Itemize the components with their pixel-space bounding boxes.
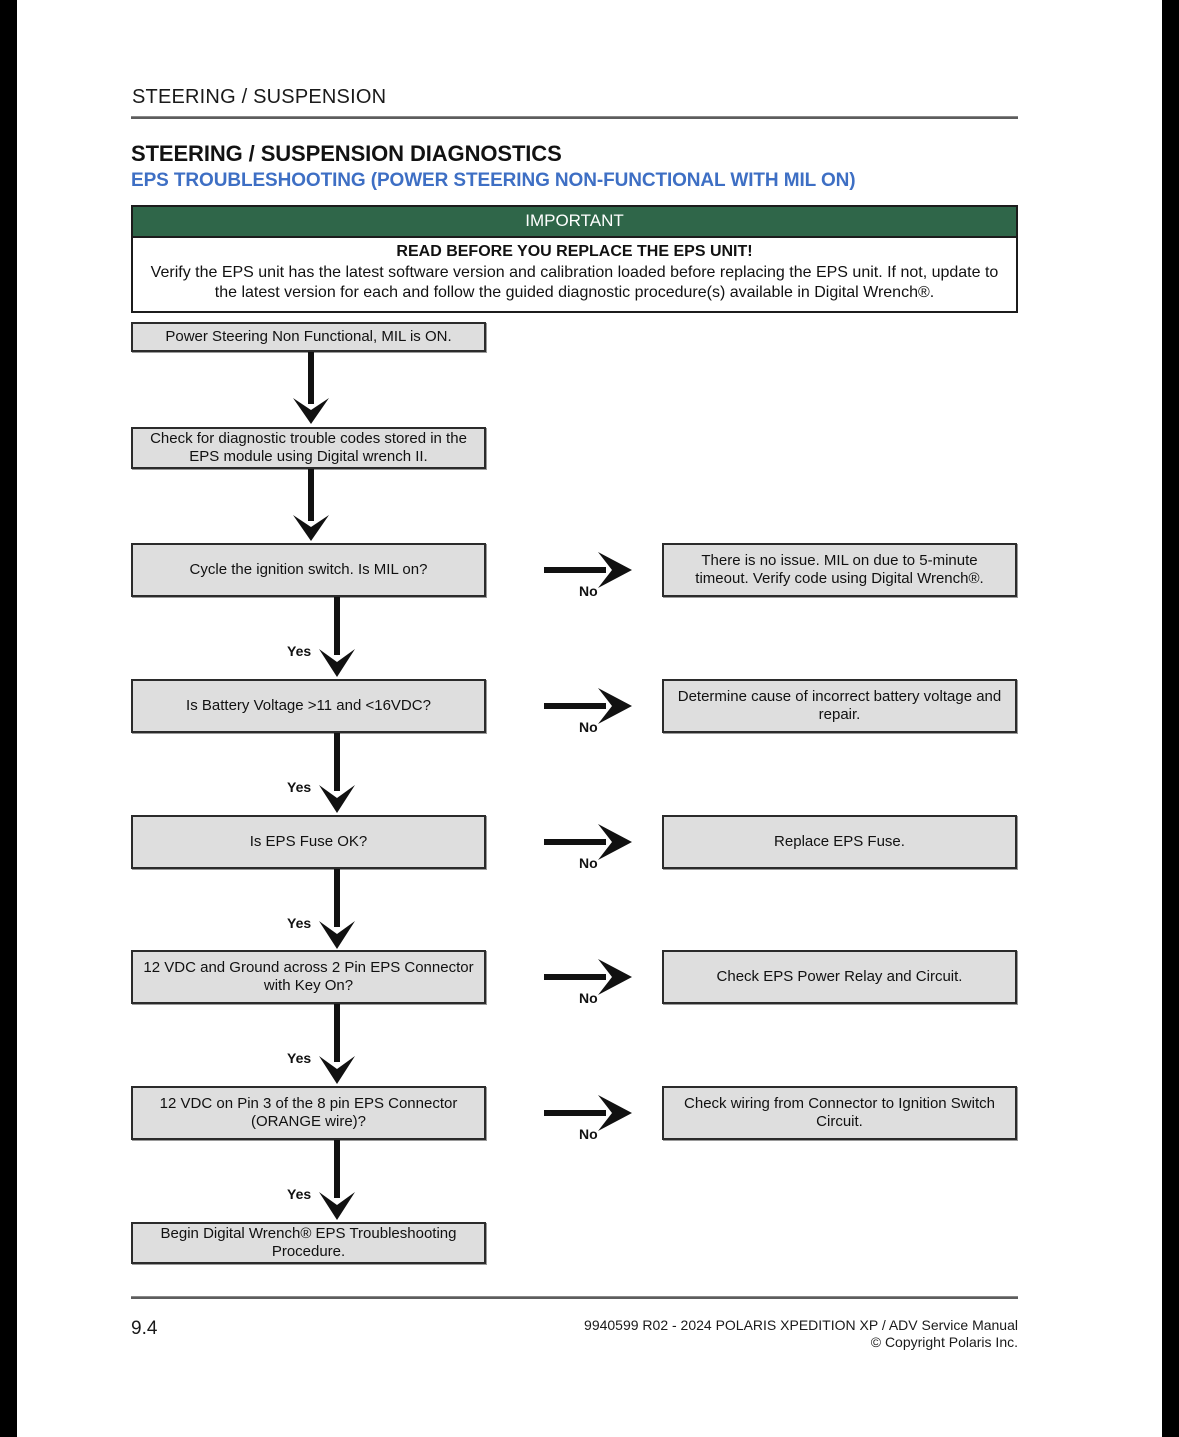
edge-label-yes-3: Yes [287,915,312,931]
flow-node-answer-check-wiring-line1: Check wiring from Connector to Ignition … [684,1094,995,1112]
arrow-battery-to-eps-fuse [319,733,355,813]
flow-node-check-dtc: Check for diagnostic trouble codes store… [131,427,486,469]
flow-node-answer-replace-fuse-line1: Replace EPS Fuse. [774,832,905,850]
flow-node-answer-battery-repair-line2: repair. [818,706,861,723]
flow-node-check-dtc-line2: EPS module using Digital wrench II. [189,448,428,465]
flow-node-question-2pin-connector: 12 VDC and Ground across 2 Pin EPS Conne… [131,950,486,1004]
footer-copyright-line: © Copyright Polaris Inc. [870,1334,1018,1350]
edge-label-no-4: No [579,990,598,1006]
page-title: STEERING / SUSPENSION DIAGNOSTICS [131,141,562,166]
flow-node-answer-battery-repair: Determine cause of incorrect battery vol… [662,679,1017,733]
footer-manual-line: 9940599 R02 - 2024 POLARIS XPEDITION XP … [584,1317,1018,1333]
important-callout: IMPORTANT READ BEFORE YOU REPLACE THE EP… [131,205,1018,313]
footer-divider [131,1296,1018,1299]
flow-node-end-line1: Begin Digital Wrench® EPS Troubleshootin… [160,1224,457,1242]
callout-body: READ BEFORE YOU REPLACE THE EPS UNIT! Ve… [133,238,1016,311]
edge-label-no-3: No [579,855,598,871]
flow-node-end-line2: Procedure. [271,1243,346,1260]
arrow-2pin-to-power-relay [544,959,632,995]
arrow-pin3-to-check-wiring [544,1095,632,1131]
flow-node-answer-power-relay-line1: Check EPS Power Relay and Circuit. [716,967,963,985]
flow-node-answer-battery-repair-line1: Determine cause of incorrect battery vol… [677,687,1002,705]
flow-node-question-2pin-connector-line1: 12 VDC and Ground across 2 Pin EPS Conne… [143,958,474,976]
flow-node-start: Power Steering Non Functional, MIL is ON… [131,322,486,352]
eps-troubleshooting-flowchart: Power Steering Non Functional, MIL is ON… [17,0,1162,1437]
flow-node-answer-check-wiring-line2: Circuit. [816,1113,863,1130]
arrow-eps-fuse-to-2pin [319,869,355,949]
arrow-question-mil-to-no-issue [544,552,632,588]
arrow-battery-to-repair [544,688,632,724]
callout-header: IMPORTANT [133,207,1016,238]
flow-node-check-dtc-line1: Check for diagnostic trouble codes store… [150,429,467,447]
flow-node-question-pin3-orange-line1: 12 VDC on Pin 3 of the 8 pin EPS Connect… [159,1094,458,1112]
flow-node-answer-power-relay: Check EPS Power Relay and Circuit. [662,950,1017,1004]
flow-node-question-mil-line1: Cycle the ignition switch. Is MIL on? [189,560,428,578]
running-head: STEERING / SUSPENSION [132,86,387,108]
arrow-eps-fuse-to-replace [544,824,632,860]
callout-text: Verify the EPS unit has the latest softw… [150,264,999,302]
arrow-start-to-dtc [293,352,329,424]
edge-label-yes-4: Yes [287,1050,312,1066]
flow-node-question-eps-fuse-line1: Is EPS Fuse OK? [249,832,368,850]
edge-label-yes-5: Yes [287,1186,312,1202]
flow-node-question-pin3-orange: 12 VDC on Pin 3 of the 8 pin EPS Connect… [131,1086,486,1140]
flow-node-answer-check-wiring: Check wiring from Connector to Ignition … [662,1086,1017,1140]
flow-node-question-eps-fuse: Is EPS Fuse OK? [131,815,486,869]
edge-label-yes-2: Yes [287,779,312,795]
arrow-question-mil-to-battery [319,597,355,677]
flow-node-question-mil: Cycle the ignition switch. Is MIL on? [131,543,486,597]
flow-node-answer-replace-fuse: Replace EPS Fuse. [662,815,1017,869]
arrow-2pin-to-pin3 [319,1004,355,1084]
arrow-pin3-to-end [319,1140,355,1220]
flow-node-question-battery-voltage-line1: Is Battery Voltage >11 and <16VDC? [186,696,431,714]
edge-label-yes-1: Yes [287,643,312,659]
edge-label-no-5: No [579,1126,598,1142]
footer-page-number: 9.4 [131,1318,158,1339]
flow-node-answer-no-issue-line2: timeout. Verify code using Digital Wrenc… [695,570,984,587]
header-divider [131,116,1018,119]
callout-heading: READ BEFORE YOU REPLACE THE EPS UNIT! [396,243,753,260]
flow-node-answer-no-issue: There is no issue. MIL on due to 5-minut… [662,543,1017,597]
arrow-dtc-to-question-mil [293,469,329,541]
edge-label-no-1: No [579,583,598,599]
page-sheet: STEERING / SUSPENSION STEERING / SUSPENS… [17,0,1162,1437]
flow-node-question-2pin-connector-line2: with Key On? [263,977,354,994]
flow-node-question-pin3-orange-line2: (ORANGE wire)? [250,1113,366,1130]
flow-node-answer-no-issue-line1: There is no issue. MIL on due to 5-minut… [701,551,978,569]
edge-label-no-2: No [579,719,598,735]
page-subtitle: EPS TROUBLESHOOTING (POWER STEERING NON-… [131,170,856,191]
flow-node-question-battery-voltage: Is Battery Voltage >11 and <16VDC? [131,679,486,733]
flow-node-start-line1: Power Steering Non Functional, MIL is ON… [165,327,452,345]
flow-node-end: Begin Digital Wrench® EPS Troubleshootin… [131,1222,486,1264]
